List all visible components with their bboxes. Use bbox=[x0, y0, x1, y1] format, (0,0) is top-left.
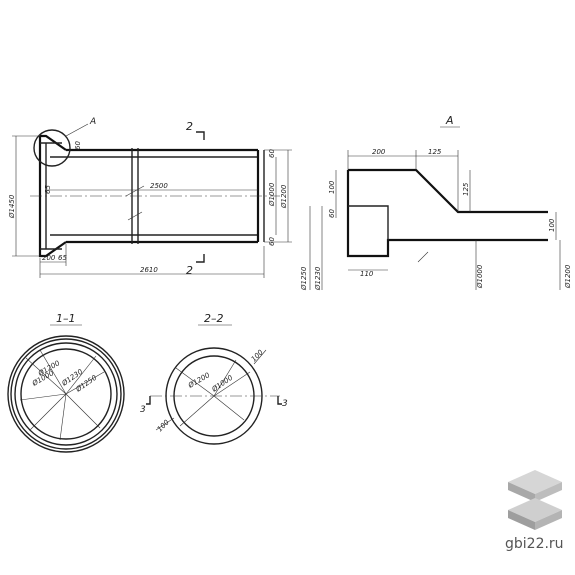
sec2-d1000: Ø1000 bbox=[210, 373, 235, 394]
dim-socket-gap: 65 bbox=[44, 185, 52, 194]
pipe-elevation-view: A 2 2 Ø1450 2500 2610 200 65 Ø1200 Ø1000… bbox=[8, 117, 292, 278]
dim-detail-d1250: Ø1250 bbox=[300, 266, 308, 291]
dim-detail-d1000: Ø1000 bbox=[476, 264, 484, 289]
dim-bell-length: 200 bbox=[42, 254, 56, 262]
section-1-title: 1–1 bbox=[56, 312, 76, 325]
sec2-wall-bottom: 100 bbox=[156, 418, 171, 433]
detail-a-callout: A bbox=[89, 117, 96, 127]
dim-bell-offset: 65 bbox=[58, 254, 67, 262]
dim-bell-wall: 60 bbox=[74, 141, 82, 150]
dim-detail-left-100: 100 bbox=[328, 180, 336, 194]
watermark-site: gbi22.ru bbox=[505, 536, 564, 552]
section-1-1-view: 1–1 Ø1000 Ø1200 Ø1230 Ø1250 bbox=[7, 312, 125, 453]
detail-a-view: A 200 125 125 100 60 110 100 Ø1250 bbox=[300, 114, 572, 291]
dim-detail-left-60: 60 bbox=[328, 209, 336, 218]
detail-a-title: A bbox=[445, 114, 454, 127]
gbi-logo-icon bbox=[508, 470, 562, 530]
section-2-2-view: 2–2 3 3 Ø1200 Ø1000 100 100 bbox=[140, 312, 288, 445]
dim-total-length: 2610 bbox=[140, 266, 158, 274]
dim-outer-diameter: Ø1450 bbox=[8, 194, 16, 219]
dim-detail-side-125: 125 bbox=[462, 182, 470, 196]
dim-detail-right-100: 100 bbox=[548, 218, 556, 232]
dim-detail-top-200: 200 bbox=[372, 148, 386, 156]
sec2-wall-top: 100 bbox=[250, 348, 265, 363]
dim-detail-bottom-110: 110 bbox=[360, 270, 374, 278]
section-3-mark-right: 3 bbox=[282, 399, 288, 409]
dim-wall-bottom: 60 bbox=[268, 237, 276, 246]
section-2-title: 2–2 bbox=[204, 312, 224, 325]
section-2-mark-bottom: 2 bbox=[186, 264, 193, 277]
dim-detail-top-125: 125 bbox=[428, 148, 442, 156]
dim-detail-d1200: Ø1200 bbox=[564, 264, 572, 289]
section-3-mark-left: 3 bbox=[140, 405, 146, 415]
dim-inner-length: 2500 bbox=[150, 182, 168, 190]
dim-inner-pipe: Ø1000 bbox=[268, 182, 276, 207]
section-2-mark-top: 2 bbox=[186, 120, 193, 133]
sec2-d1200: Ø1200 bbox=[186, 371, 212, 390]
dim-wall-top: 60 bbox=[268, 149, 276, 158]
dim-outer-pipe: Ø1200 bbox=[280, 184, 288, 209]
dim-detail-d1230: Ø1230 bbox=[314, 266, 322, 291]
